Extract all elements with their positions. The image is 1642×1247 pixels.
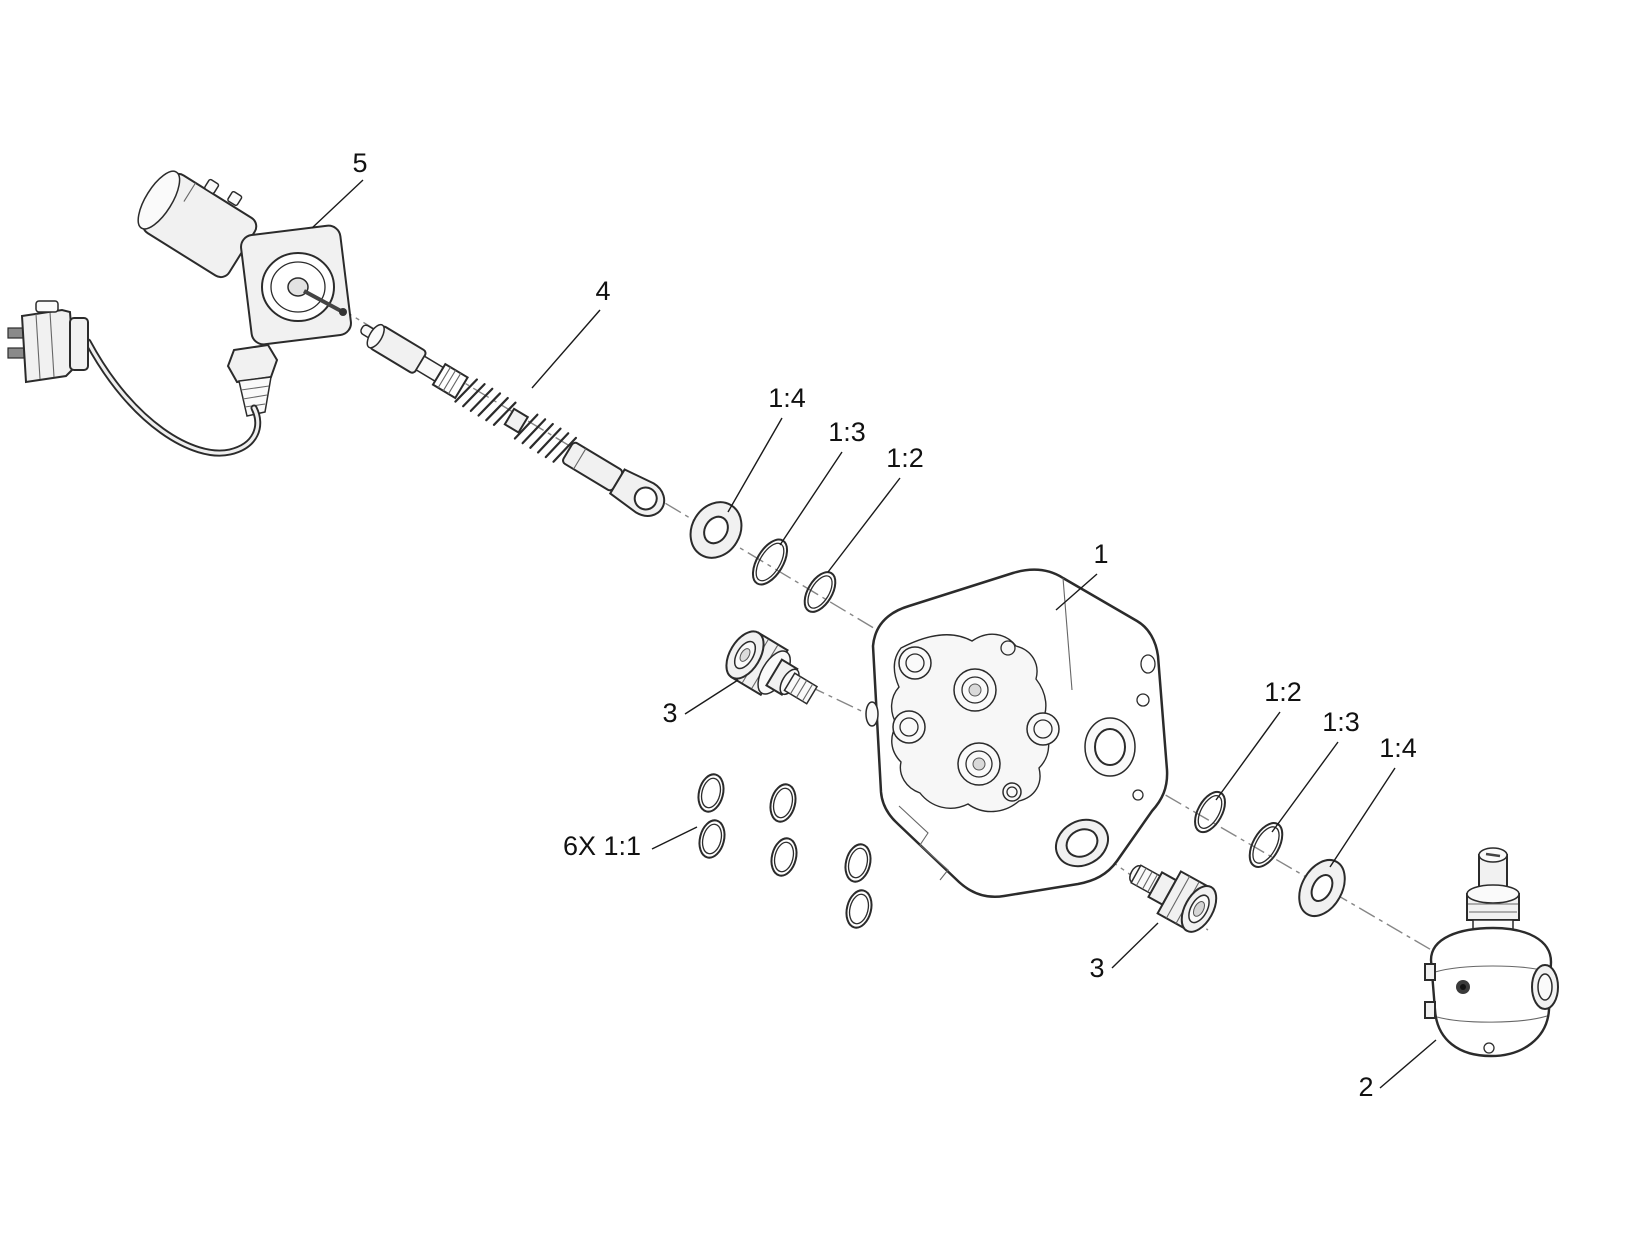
part-valve-body <box>865 568 1169 898</box>
washer-14-right <box>1298 859 1346 917</box>
part-spool-spring-assembly <box>360 323 666 517</box>
callout-1-4-left: 1:4 <box>768 383 806 413</box>
oring <box>766 834 802 880</box>
part-plug-left <box>725 630 819 705</box>
callout-1-4-right: 1:4 <box>1379 733 1417 763</box>
valve-body-ports <box>892 640 1060 802</box>
clevis-eye <box>633 486 658 511</box>
callout-1: 1 <box>1093 539 1108 569</box>
spring-coil-1 <box>454 378 517 426</box>
solenoid-can <box>137 170 258 279</box>
callout-1-2-left: 1:2 <box>886 443 924 473</box>
plug-hex-socket <box>1192 901 1205 917</box>
oring <box>765 780 801 826</box>
spring-coil-2 <box>513 413 578 463</box>
callout-1-3-left: 1:3 <box>828 417 866 447</box>
oring-13-left <box>751 538 789 586</box>
part-plug-bottom <box>1129 864 1218 933</box>
part-elbow-fitting <box>1424 847 1559 1058</box>
spool-sleeve <box>562 441 624 492</box>
callout-labels: 5 4 1:4 1:3 1:2 1 3 6X 1:1 1:2 1:3 1:4 3… <box>352 148 1416 1102</box>
oring-12-left <box>803 571 837 613</box>
solenoid-stem <box>226 343 279 417</box>
callout-1-2-right: 1:2 <box>1264 677 1302 707</box>
callout-1-3-right: 1:3 <box>1322 707 1360 737</box>
callout-6x-1-1: 6X 1:1 <box>563 831 641 861</box>
callout-5: 5 <box>352 148 367 178</box>
callout-3-right: 3 <box>1089 953 1104 983</box>
valve-body-left-port <box>865 701 879 727</box>
wire-connector <box>7 300 89 384</box>
fitting-tab <box>1424 1001 1436 1019</box>
fitting-body <box>1429 926 1553 1058</box>
oring <box>841 886 877 932</box>
oring <box>693 770 729 816</box>
leader-lines <box>311 179 1437 1089</box>
callout-3-left: 3 <box>662 698 677 728</box>
part-solenoid-valve <box>7 170 352 457</box>
callout-4: 4 <box>595 276 610 306</box>
fitting-tab <box>1424 963 1436 981</box>
washer-14-left <box>689 501 743 559</box>
centerline-main-right <box>1137 778 1465 970</box>
spool-ribs <box>431 362 469 400</box>
oring <box>694 816 730 862</box>
orings-6x-group <box>693 770 877 932</box>
solenoid-pin <box>303 289 342 313</box>
oring <box>840 840 876 886</box>
callout-2: 2 <box>1358 1072 1373 1102</box>
